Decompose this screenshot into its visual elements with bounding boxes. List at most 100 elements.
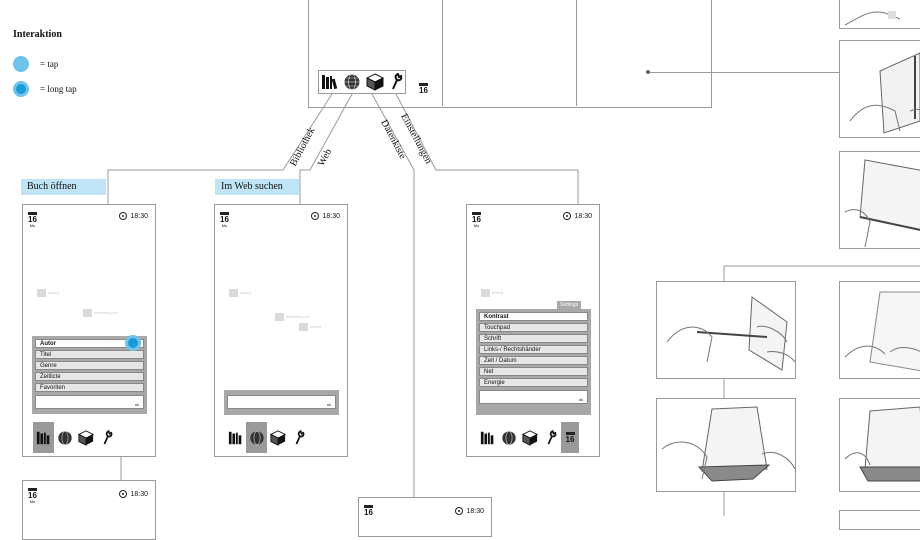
home-grid-line bbox=[576, 0, 577, 106]
bottom-toolbar: 16 bbox=[477, 422, 579, 453]
power-icon bbox=[563, 212, 572, 220]
calendar-date-icon: 16 bbox=[419, 83, 428, 95]
menu-item[interactable]: Schrift bbox=[479, 334, 588, 343]
menu-item[interactable]: Zeit / Datum bbox=[479, 356, 588, 365]
status-clock: 18:30 bbox=[119, 490, 148, 498]
status-clock: 18:30 bbox=[455, 507, 484, 515]
data-box-tab[interactable] bbox=[75, 422, 96, 453]
settings-tab[interactable] bbox=[288, 422, 309, 453]
tap-indicator-icon bbox=[13, 56, 29, 72]
hand-sketch-icon bbox=[849, 52, 920, 134]
legend-long-tap-label: = long tap bbox=[40, 84, 77, 94]
branch-connectors bbox=[107, 93, 579, 498]
settings-wrench-icon bbox=[103, 429, 112, 444]
status-clock: 18:30 bbox=[311, 212, 340, 220]
calendar-date-icon: 16 bbox=[565, 431, 575, 444]
hand-sketch-icon bbox=[666, 296, 795, 371]
home-grid-line bbox=[442, 0, 443, 106]
connector-dot bbox=[646, 70, 650, 74]
gesture-sketch bbox=[839, 151, 920, 249]
library-books-icon bbox=[228, 431, 241, 444]
menu-item[interactable]: Titel bbox=[35, 350, 144, 359]
web-tab[interactable] bbox=[54, 422, 75, 453]
library-books-icon bbox=[480, 431, 493, 444]
gesture-tree-lines bbox=[723, 265, 920, 516]
menu-item[interactable]: Links-/ Rechtshänder bbox=[479, 345, 588, 354]
data-box-icon bbox=[521, 429, 538, 446]
library-tab[interactable] bbox=[33, 422, 54, 453]
settings-tab[interactable] bbox=[96, 422, 117, 453]
data-box-icon bbox=[77, 429, 94, 446]
calendar-date-icon: 16 bbox=[364, 505, 373, 517]
menu-item[interactable]: Zeitlicte bbox=[35, 372, 144, 381]
menu-item[interactable]: Genre bbox=[35, 361, 144, 370]
gesture-sketch bbox=[839, 281, 920, 379]
web-tab[interactable] bbox=[246, 422, 267, 453]
power-icon bbox=[119, 212, 128, 220]
bottom-toolbar bbox=[225, 422, 309, 453]
settings-wrench-icon[interactable] bbox=[389, 73, 403, 91]
library-sort-menu: Autor Titel Genre Zeitlicte Favoriten ok bbox=[32, 336, 147, 414]
data-box-tab[interactable] bbox=[267, 422, 288, 453]
web-search-panel: ok bbox=[224, 390, 339, 415]
search-input[interactable]: ok bbox=[227, 395, 336, 409]
caption-web-search: Im Web suchen bbox=[215, 179, 299, 195]
menu-item[interactable]: Energie bbox=[479, 378, 588, 387]
ghost-file: friedrichs.pdf bbox=[275, 313, 309, 321]
ghost-file: dvaeg bbox=[229, 289, 251, 297]
library-tab[interactable] bbox=[477, 422, 498, 453]
data-box-icon bbox=[269, 429, 286, 446]
gesture-sketch bbox=[656, 281, 796, 379]
settings-wrench-icon bbox=[547, 429, 556, 444]
long-tap-indicator-icon bbox=[13, 81, 29, 97]
power-icon bbox=[455, 507, 464, 515]
ghost-file: dvaeg bbox=[481, 289, 503, 297]
settings-tab[interactable] bbox=[540, 422, 561, 453]
gesture-sketch bbox=[839, 40, 920, 138]
data-box-icon[interactable] bbox=[366, 73, 384, 91]
menu-item[interactable]: Touchpad bbox=[479, 323, 588, 332]
calendar-tab[interactable]: 16 bbox=[561, 422, 579, 453]
settings-tag: Settings bbox=[557, 301, 582, 309]
menu-item[interactable]: Autor bbox=[35, 339, 144, 348]
bottom-toolbar bbox=[33, 422, 117, 453]
menu-item[interactable]: Favoriten bbox=[35, 383, 144, 392]
gesture-sketch bbox=[656, 398, 796, 492]
web-globe-icon bbox=[501, 430, 516, 445]
hand-sketch-icon bbox=[844, 406, 920, 482]
ghost-file: mcpdf bbox=[299, 323, 321, 331]
library-tab[interactable] bbox=[225, 422, 246, 453]
connector bbox=[648, 72, 840, 73]
settings-menu: Kontrast Touchpad Schrift Links-/ Rechts… bbox=[476, 309, 591, 415]
web-tab[interactable] bbox=[498, 422, 519, 453]
web-globe-icon[interactable] bbox=[343, 73, 361, 91]
web-globe-icon bbox=[57, 430, 72, 445]
web-globe-icon bbox=[249, 430, 264, 445]
gesture-sketch bbox=[839, 0, 920, 29]
caption-open-book: Buch öffnen bbox=[21, 179, 106, 195]
power-icon bbox=[311, 212, 320, 220]
settings-wrench-icon bbox=[295, 429, 304, 444]
status-clock: 18:30 bbox=[563, 212, 592, 220]
menu-item[interactable]: Net bbox=[479, 367, 588, 376]
data-box-tab[interactable] bbox=[519, 422, 540, 453]
gesture-sketch bbox=[839, 398, 920, 492]
menu-item[interactable]: Kontrast bbox=[479, 312, 588, 321]
search-input[interactable]: ok bbox=[479, 390, 588, 404]
hand-sketch-icon bbox=[844, 159, 920, 248]
library-books-icon[interactable] bbox=[321, 73, 339, 91]
legend-tap-label: = tap bbox=[40, 59, 59, 69]
legend-title: Interaktion bbox=[13, 29, 62, 40]
gesture-sketch bbox=[839, 510, 920, 530]
hand-sketch-icon bbox=[844, 11, 901, 26]
search-input[interactable]: ok bbox=[35, 395, 144, 409]
ghost-file: dvaeg bbox=[37, 289, 59, 297]
ghost-file: friedrichs.pdf bbox=[83, 309, 117, 317]
